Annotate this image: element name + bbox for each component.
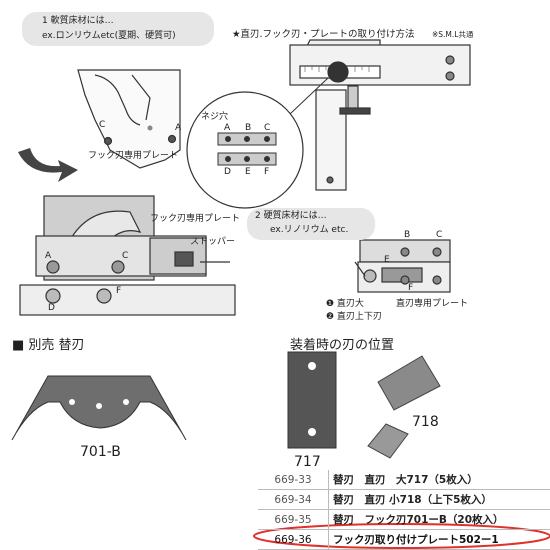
blade-718-top-shape [377, 355, 441, 411]
section1-heading: 1 軟質床材には… [42, 16, 114, 26]
blade-code-label: 701-B [80, 444, 121, 460]
product-code: 669-34 [258, 489, 329, 510]
screw-holes-label: ネジ穴 [201, 112, 229, 122]
section2-bubble [247, 208, 375, 240]
mount-title: ★直刃.フック刃・プレートの取り付け方法 [232, 29, 415, 40]
product-desc: フック刃取り付けプレート502ー1 [328, 529, 550, 550]
tool-letter-a: A [45, 251, 52, 261]
hole-c: C [264, 123, 271, 133]
stopper-label: ストッパー [190, 237, 236, 247]
hook-plate-label-2: フック刃専用プレート [150, 214, 241, 224]
magnifier-circle [186, 91, 304, 209]
table-row-highlighted: 669-36 フック刃取り付けプレート502ー1 [258, 529, 550, 550]
plate-label-c: C [99, 120, 106, 130]
product-code: 669-33 [258, 470, 329, 490]
hole-f: F [264, 167, 270, 177]
section1-example: ex.ロンリウムetc(夏期、硬質可) [42, 31, 176, 41]
screw-holes-detail [217, 132, 277, 166]
plate-label-a: A [175, 123, 182, 133]
hole-d: D [224, 167, 231, 177]
table-row: 669-35 替刃 フック刃701ーB（20枚入） [258, 509, 550, 530]
tool-letter-f: F [116, 286, 122, 296]
table-row: 669-34 替刃 直刃 小718（上下5枚入） [258, 489, 550, 510]
product-desc: 替刃 直刃 小718（上下5枚入） [328, 489, 550, 510]
product-desc: 替刃 フック刃701ーB（20枚入） [328, 509, 550, 530]
s2-letter-c: C [436, 230, 443, 240]
hole-b: B [245, 123, 252, 133]
section2-heading: 2 硬質床材には… [255, 211, 327, 221]
blade-718-label: 718 [412, 414, 439, 430]
tool-letter-d: D [48, 303, 55, 313]
section2-example: ex.リノリウム etc. [270, 225, 349, 235]
s2-legend-1: ❶ 直刃大 [326, 299, 364, 309]
sold-separately-heading: ■ 別売 替刃 [12, 338, 85, 353]
s2-letter-e: E [384, 255, 390, 265]
section1-bubble [22, 12, 214, 46]
blade-717-label: 717 [294, 454, 321, 470]
product-table: 669-33 替刃 直刃 大717（5枚入） 669-34 替刃 直刃 小718… [258, 470, 550, 550]
product-code: 669-36 [258, 529, 329, 550]
hole-a: A [224, 123, 231, 133]
s2-plate-label: 直刃専用プレート [396, 299, 469, 309]
mount-drawing [289, 39, 471, 191]
table-row: 669-33 替刃 直刃 大717（5枚入） [258, 470, 550, 490]
position-title: 装着時の刃の位置 [290, 338, 395, 353]
section2-drawing [354, 239, 451, 293]
hole-e: E [245, 167, 251, 177]
tool-letter-c: C [122, 251, 129, 261]
hook-plate-label-1: フック刃専用プレート [88, 151, 179, 161]
product-desc: 替刃 直刃 大717（5枚入） [328, 470, 550, 490]
hook-plate-drawing [77, 69, 181, 169]
mount-note: ※S.M.L共通 [432, 30, 474, 39]
s2-legend-2: ❷ 直刃上下刃 [326, 312, 382, 322]
blade-718-bottom-shape [367, 423, 409, 459]
s2-letter-f: F [408, 283, 414, 293]
product-code: 669-35 [258, 509, 329, 530]
rotate-arrow-icon [18, 148, 78, 182]
s2-letter-b: B [404, 230, 411, 240]
tool-assembly-drawing [19, 195, 236, 316]
